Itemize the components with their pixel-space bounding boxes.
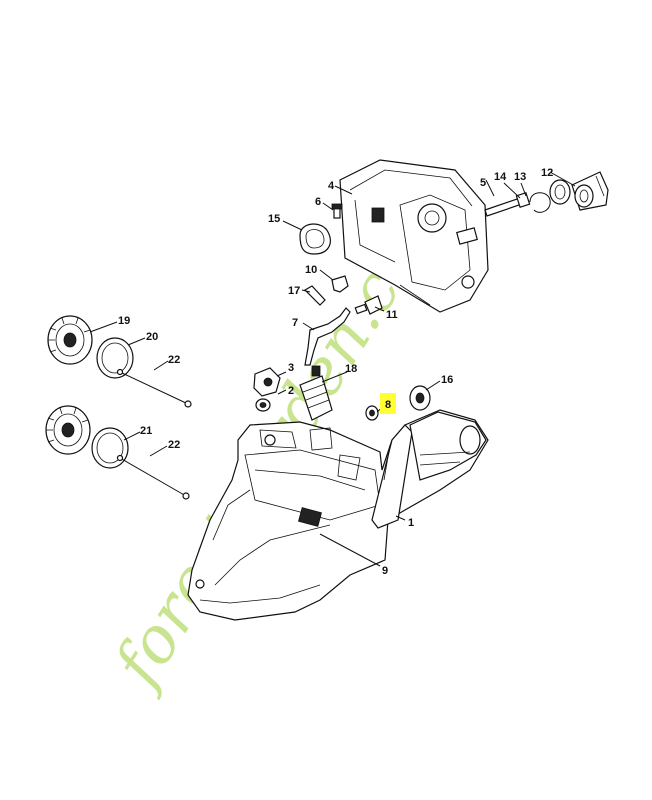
fitting-12 — [571, 171, 609, 211]
callout-10: 10 — [305, 264, 317, 276]
callout-8: 8 — [385, 399, 391, 411]
leader-lines — [89, 171, 576, 567]
bolt-5 — [484, 191, 531, 217]
ring-20 — [96, 337, 134, 379]
bush-16 — [409, 385, 431, 411]
grommet-3 — [253, 367, 281, 397]
callout-9: 9 — [382, 565, 388, 577]
screw-6 — [331, 203, 343, 219]
hose-17 — [304, 285, 326, 306]
callout-4: 4 — [328, 180, 335, 192]
callout-8-highlight — [380, 393, 396, 414]
elbow-10 — [331, 275, 349, 293]
pin-22-lower — [116, 454, 190, 500]
callout-7: 7 — [292, 317, 298, 329]
pin-22-upper — [116, 368, 192, 408]
callouts: 1 2 3 4 5 6 7 8 9 10 11 12 13 14 15 16 1… — [118, 167, 553, 577]
callout-14: 14 — [494, 171, 507, 183]
callout-22-upper: 22 — [168, 354, 180, 366]
buffer-21 — [45, 405, 91, 455]
callout-6: 6 — [315, 196, 321, 208]
callout-3: 3 — [288, 362, 294, 374]
callout-17: 17 — [288, 285, 300, 297]
callout-2: 2 — [288, 385, 294, 397]
upper-housing — [339, 159, 489, 313]
plug-2 — [255, 398, 271, 412]
clip-14 — [529, 192, 551, 213]
nipple-11 — [354, 295, 383, 315]
ring-13 — [549, 179, 571, 205]
callout-11: 11 — [386, 309, 398, 321]
callout-19: 19 — [118, 315, 130, 327]
callout-16: 16 — [441, 374, 453, 386]
callout-20: 20 — [146, 331, 158, 343]
callout-22-lower: 22 — [168, 439, 180, 451]
callout-5: 5 — [480, 177, 486, 189]
callout-18: 18 — [345, 363, 357, 375]
buffer-19 — [47, 315, 93, 365]
callout-1: 1 — [408, 517, 414, 529]
gasket-15 — [299, 223, 331, 255]
fuel-hose-7 — [304, 307, 351, 366]
callout-15: 15 — [268, 213, 280, 225]
fuel-filter-18 — [299, 365, 333, 421]
sleeve-8 — [365, 405, 379, 421]
callout-12: 12 — [541, 167, 553, 179]
main-housing — [187, 409, 489, 621]
ring-21 — [91, 427, 129, 469]
callout-21: 21 — [140, 425, 152, 437]
callout-13: 13 — [514, 171, 526, 183]
